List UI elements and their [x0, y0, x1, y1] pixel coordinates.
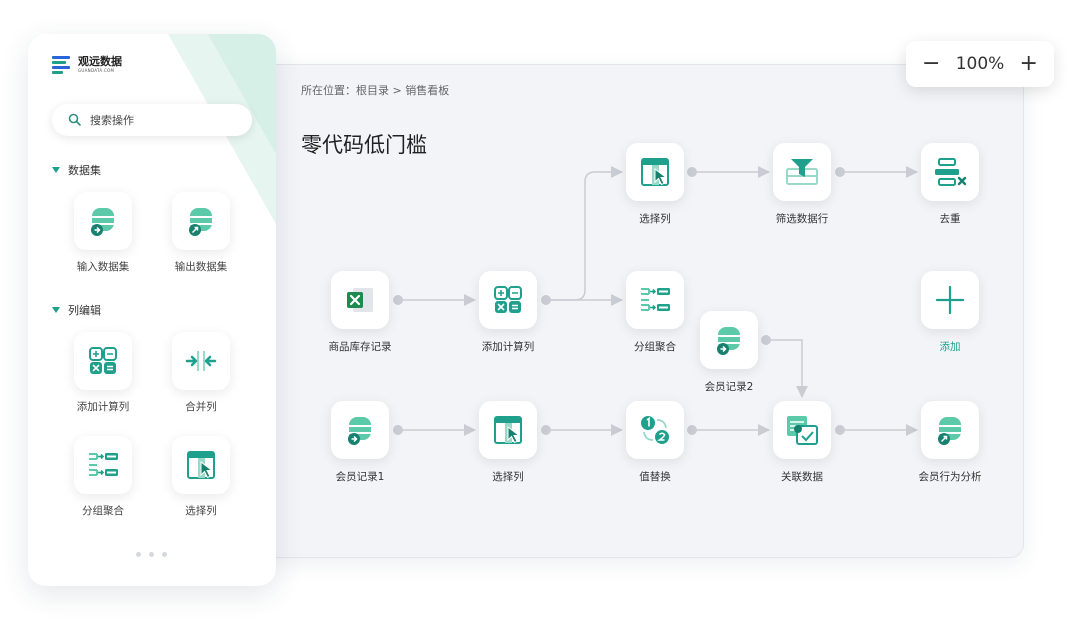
database-output-icon	[189, 208, 212, 236]
flow-node-deduplicate[interactable]: 去重	[880, 143, 1020, 226]
calculator-icon	[494, 286, 522, 313]
plus-icon	[935, 285, 965, 315]
node-box	[331, 271, 389, 329]
tool-label: 输入数据集	[76, 261, 130, 273]
node-label: 关联数据	[781, 471, 823, 483]
page-title: 零代码低门槛	[301, 133, 427, 157]
logo-subtext: GUANDATA.COM	[78, 68, 115, 73]
deduplicate-icon	[935, 158, 967, 186]
database-input-icon	[348, 417, 371, 445]
node-box	[773, 401, 831, 459]
node-label: 会员记录2	[704, 381, 754, 393]
section-column-edit[interactable]: 列编辑	[52, 302, 101, 318]
tool-box	[74, 192, 132, 250]
calculator-icon	[89, 347, 117, 374]
flow-node-add-calculated-column[interactable]: 添加计算列	[438, 271, 578, 354]
zoom-in-button[interactable]: +	[1019, 51, 1038, 76]
database-output-icon	[938, 417, 961, 445]
tool-box	[172, 436, 230, 494]
tool-box	[172, 192, 230, 250]
tool-box	[172, 332, 230, 390]
tool-label: 分组聚合	[82, 505, 124, 517]
node-label: 添加	[939, 341, 961, 353]
zoom-level: 100%	[955, 54, 1005, 74]
flow-node-value-replace[interactable]: 值替换	[585, 401, 725, 484]
tool-label: 输出数据集	[174, 261, 228, 273]
breadcrumb: 所在位置：根目录 > 销售看板	[301, 84, 450, 97]
node-label: 值替换	[639, 471, 671, 483]
flow-node-product-inventory[interactable]: 商品库存记录	[290, 271, 430, 354]
node-box	[331, 401, 389, 459]
more-dots[interactable]	[136, 552, 167, 557]
tool-merge-columns[interactable]: 合并列	[158, 332, 244, 414]
tool-add-calculated-column[interactable]: 添加计算列	[60, 332, 146, 414]
node-box	[773, 143, 831, 201]
collapse-triangle-icon	[52, 307, 60, 313]
node-box	[921, 143, 979, 201]
filter-rows-icon	[786, 159, 818, 185]
database-input-icon	[717, 327, 740, 355]
section-title: 列编辑	[68, 304, 101, 317]
value-replace-icon	[641, 416, 669, 444]
flow-node-join-data[interactable]: 关联数据	[732, 401, 872, 484]
excel-icon	[347, 288, 373, 312]
node-label: 添加计算列	[481, 341, 535, 353]
tool-group-aggregate[interactable]: 分组聚合	[60, 436, 146, 518]
search-box[interactable]	[52, 104, 252, 136]
tool-label: 合并列	[185, 401, 217, 413]
node-box	[921, 401, 979, 459]
zoom-control: − 100% +	[906, 41, 1054, 87]
node-label: 商品库存记录	[328, 341, 392, 353]
node-label: 会员行为分析	[918, 471, 982, 483]
logo-text: 观远数据	[78, 55, 122, 68]
node-label: 分组聚合	[634, 341, 676, 353]
guandata-logo: 观远数据 GUANDATA.COM	[52, 56, 122, 74]
select-column-icon	[641, 158, 669, 186]
select-column-icon	[494, 416, 522, 444]
tool-label: 添加计算列	[76, 401, 130, 413]
select-column-icon	[187, 451, 215, 479]
group-aggregate-icon	[641, 288, 670, 311]
node-label: 去重	[939, 213, 961, 225]
section-title: 数据集	[68, 164, 101, 177]
join-data-icon	[787, 416, 818, 445]
flow-node-add[interactable]: 添加	[880, 271, 1020, 354]
node-box	[626, 271, 684, 329]
flow-node-member-record-1[interactable]: 会员记录1	[290, 401, 430, 484]
logo-icon	[52, 56, 70, 74]
flow-node-member-record-2[interactable]: 会员记录2	[659, 311, 799, 394]
flow-node-filter-rows[interactable]: 筛选数据行	[732, 143, 872, 226]
section-dataset[interactable]: 数据集	[52, 162, 101, 178]
tool-output-dataset[interactable]: 输出数据集	[158, 192, 244, 274]
tool-select-column[interactable]: 选择列	[158, 436, 244, 518]
node-label: 会员记录1	[335, 471, 385, 483]
node-label: 选择列	[492, 471, 524, 483]
database-input-icon	[91, 208, 114, 236]
tool-box	[74, 332, 132, 390]
node-box	[700, 311, 758, 369]
tool-box	[74, 436, 132, 494]
flow-node-select-column-top[interactable]: 选择列	[585, 143, 725, 226]
flow-node-select-column-bottom[interactable]: 选择列	[438, 401, 578, 484]
merge-columns-icon	[185, 351, 217, 371]
node-label: 筛选数据行	[775, 213, 829, 225]
node-box	[626, 401, 684, 459]
node-box	[479, 401, 537, 459]
tool-input-dataset[interactable]: 输入数据集	[60, 192, 146, 274]
flow-node-member-behavior-analysis[interactable]: 会员行为分析	[880, 401, 1020, 484]
collapse-triangle-icon	[52, 167, 60, 173]
search-icon	[68, 113, 81, 126]
group-aggregate-icon	[89, 453, 118, 476]
node-box	[921, 271, 979, 329]
operations-sidebar: 观远数据 GUANDATA.COM 数据集 输入数据集	[28, 34, 276, 586]
node-box	[626, 143, 684, 201]
tool-label: 选择列	[185, 505, 217, 517]
zoom-out-button[interactable]: −	[922, 51, 941, 76]
search-input[interactable]	[88, 112, 242, 128]
node-box	[479, 271, 537, 329]
node-label: 选择列	[639, 213, 671, 225]
flow-node-group-aggregate[interactable]: 分组聚合	[585, 271, 725, 354]
